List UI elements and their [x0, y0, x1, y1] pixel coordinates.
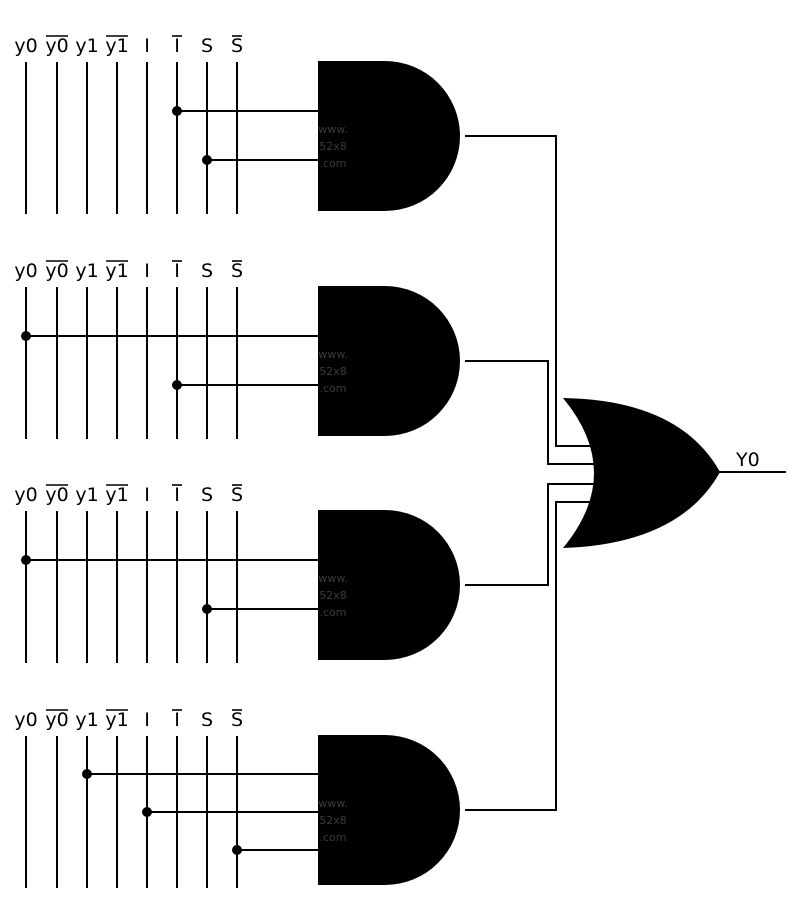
junction-dot [232, 845, 242, 855]
input-label-4: y1 [105, 35, 128, 57]
input-label-3: y1 [75, 709, 98, 731]
watermark-text: .com [320, 606, 347, 619]
input-label-1: y0 [14, 35, 37, 57]
input-label-5: I [144, 709, 150, 731]
watermark-text: www. [318, 348, 347, 361]
watermark-text: .com [320, 157, 347, 170]
junction-dot [142, 807, 152, 817]
junction-dot [172, 106, 182, 116]
input-label-3: y1 [75, 484, 98, 506]
watermark-text: www. [318, 797, 347, 810]
input-label-2: y0 [45, 709, 68, 731]
input-label-2: y0 [45, 260, 68, 282]
input-label-2: y0 [45, 35, 68, 57]
watermark-text: .com [320, 831, 347, 844]
output-label: Y0 [735, 449, 760, 471]
input-label-7: S [201, 709, 213, 731]
watermark-text: 52x8 [319, 365, 347, 378]
input-label-4: y1 [105, 260, 128, 282]
junction-dot [21, 555, 31, 565]
input-label-4: y1 [105, 484, 128, 506]
and-gate-2 [318, 286, 460, 436]
input-label-5: I [144, 35, 150, 57]
input-label-2: y0 [45, 484, 68, 506]
input-label-6: I [174, 260, 180, 282]
and-gate-3 [318, 510, 460, 660]
input-label-5: I [144, 484, 150, 506]
and-to-or-wire-4 [465, 501, 597, 811]
input-label-1: y0 [14, 484, 37, 506]
input-label-6: I [174, 35, 180, 57]
watermark-text: 52x8 [319, 589, 347, 602]
input-label-7: S [201, 35, 213, 57]
junction-dot [202, 604, 212, 614]
input-label-8: S [231, 709, 243, 731]
junction-dot [21, 331, 31, 341]
watermark-text: .com [320, 382, 347, 395]
input-label-3: y1 [75, 260, 98, 282]
junction-dot [202, 155, 212, 165]
watermark-text: 52x8 [319, 140, 347, 153]
or-gate [563, 398, 720, 548]
and-gate-4 [318, 735, 460, 885]
and-to-or-wire-2 [465, 360, 597, 465]
input-label-5: I [144, 260, 150, 282]
input-label-8: S [231, 484, 243, 506]
input-label-8: S [231, 260, 243, 282]
watermark-text: 52x8 [319, 814, 347, 827]
and-to-or-wire-3 [465, 483, 597, 586]
input-label-3: y1 [75, 35, 98, 57]
input-label-8: S [231, 35, 243, 57]
input-label-6: I [174, 484, 180, 506]
or-gate-group: Y0 [465, 135, 786, 811]
input-label-1: y0 [14, 709, 37, 731]
input-label-6: I [174, 709, 180, 731]
and-to-or-wire-1 [465, 135, 597, 447]
junction-dot [172, 380, 182, 390]
watermark-text: www. [318, 123, 347, 136]
input-label-7: S [201, 484, 213, 506]
watermark-text: www. [318, 572, 347, 585]
input-label-7: S [201, 260, 213, 282]
input-label-1: y0 [14, 260, 37, 282]
input-label-4: y1 [105, 709, 128, 731]
and-gate-1 [318, 61, 460, 211]
junction-dot [82, 769, 92, 779]
